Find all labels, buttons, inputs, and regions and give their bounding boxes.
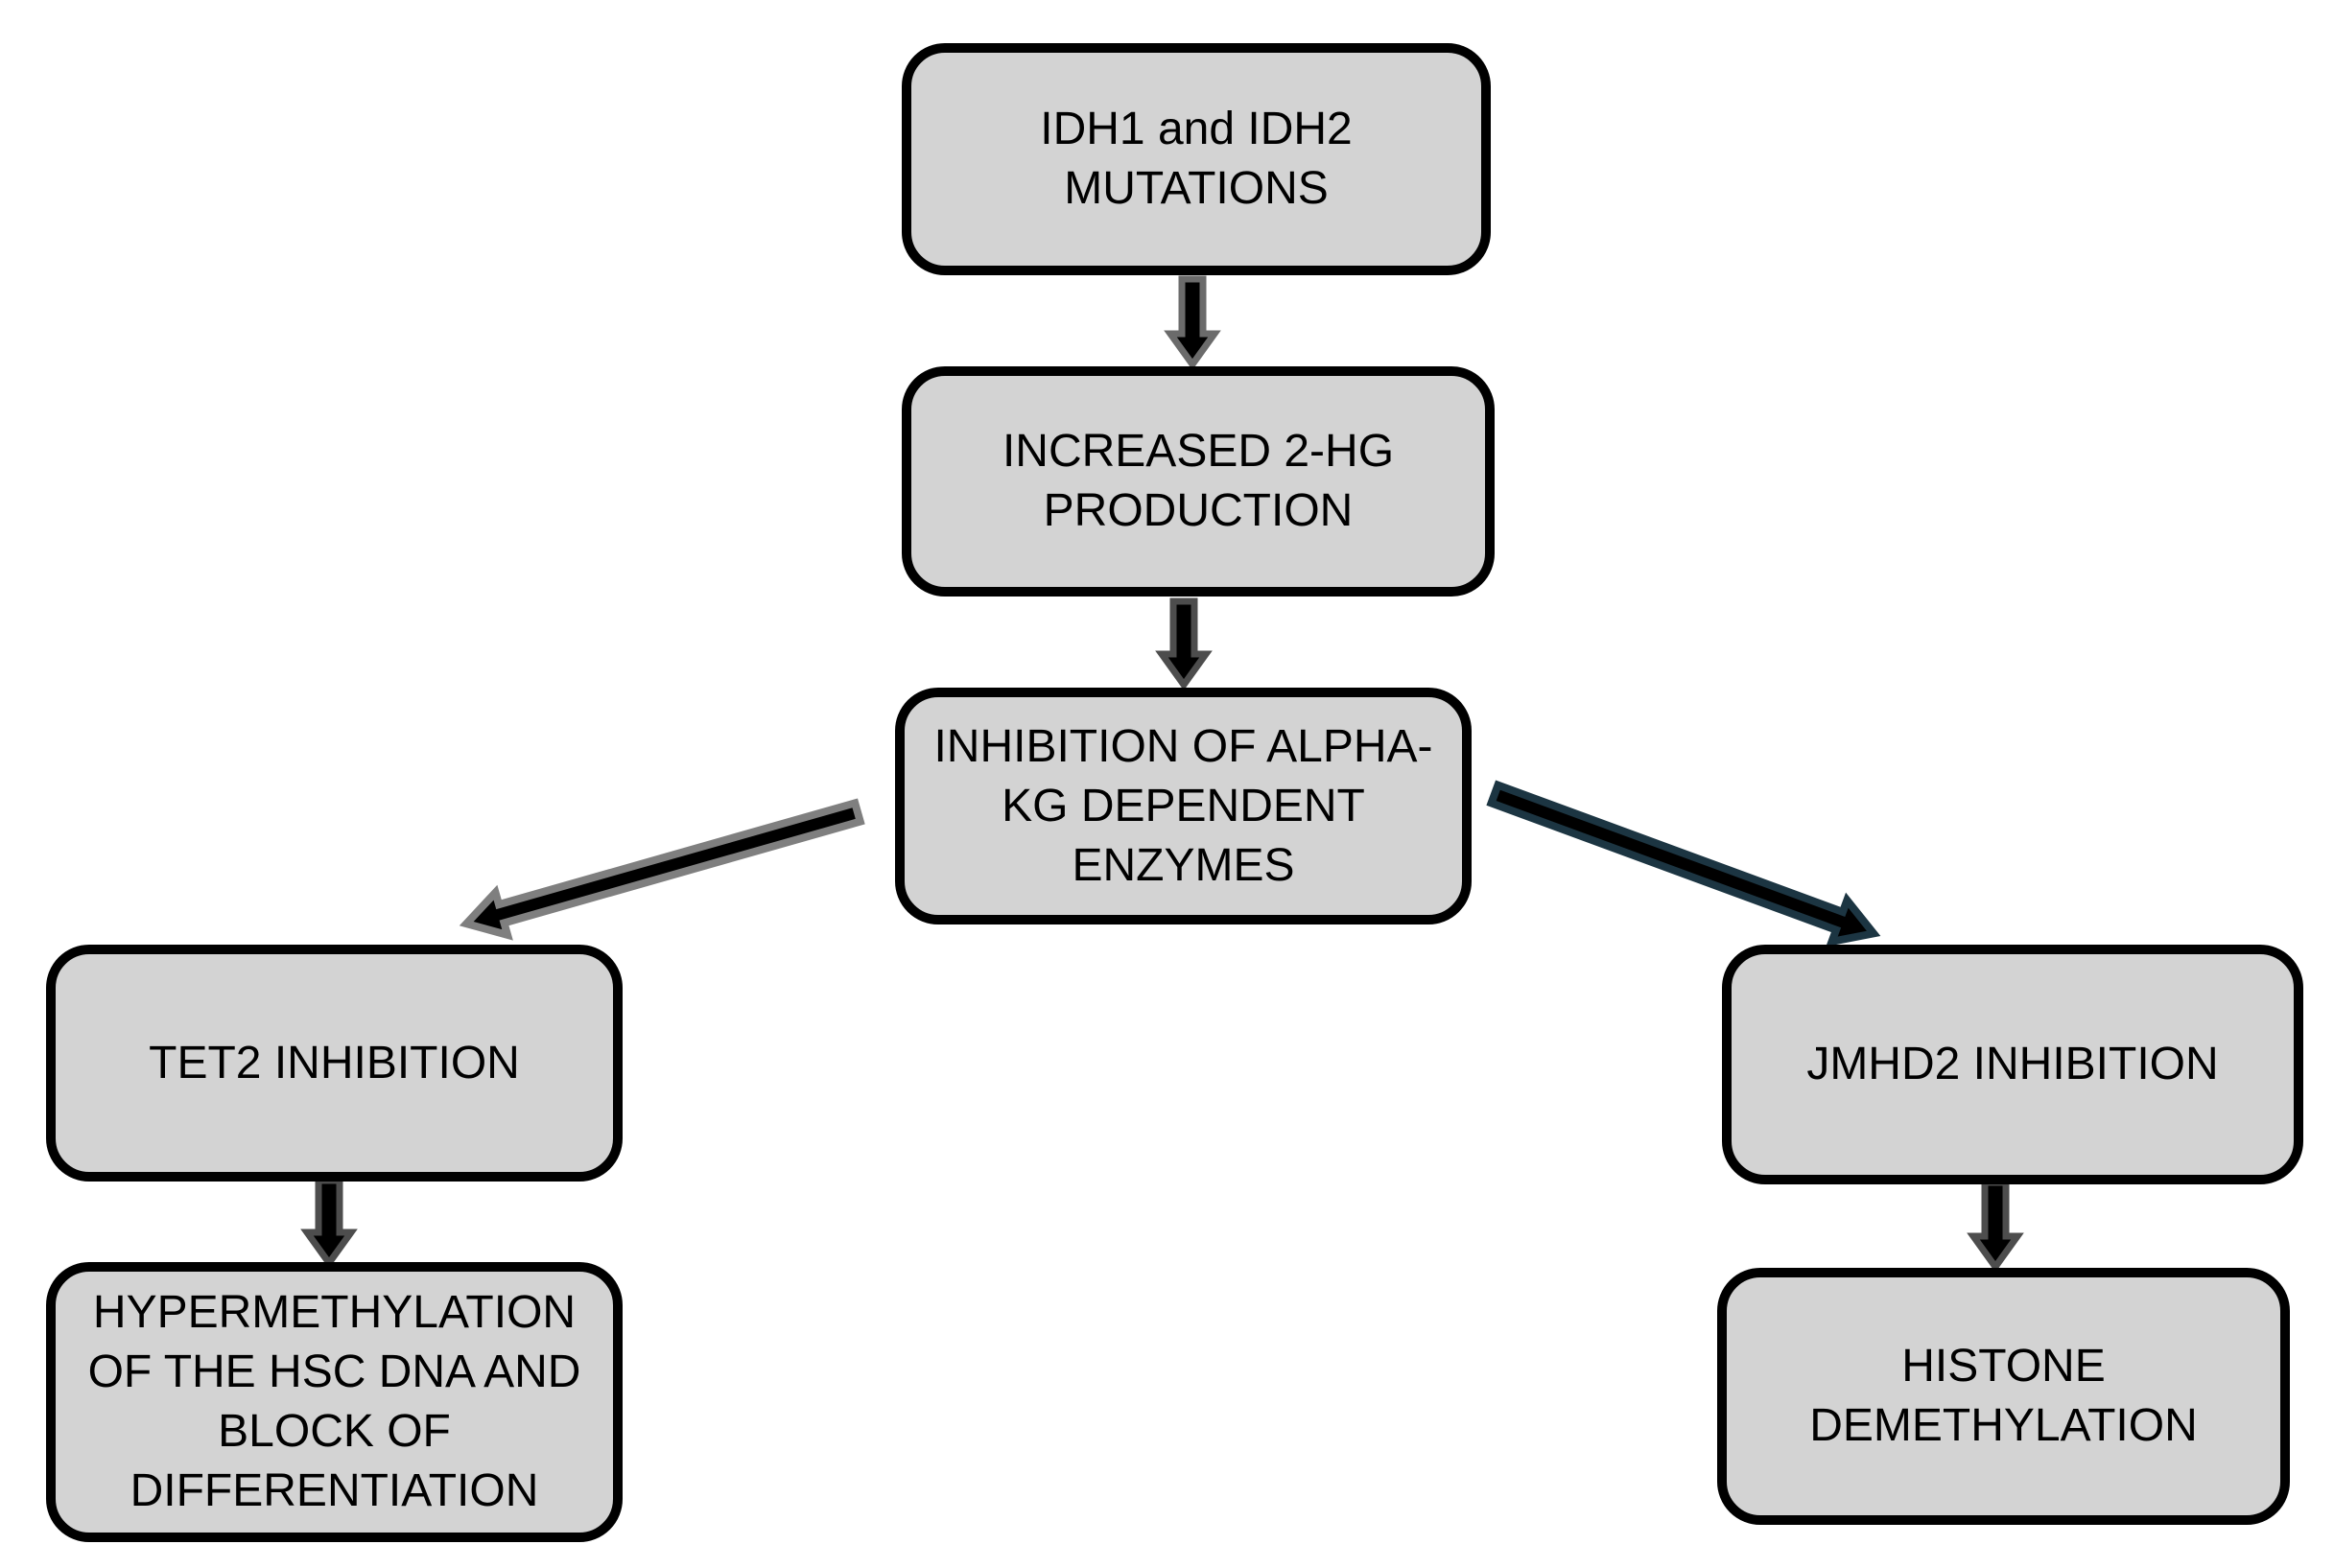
node-label-line: JMHD2 INHIBITION [1806,1039,2219,1089]
node-label-line: TET2 INHIBITION [149,1037,520,1088]
node-tet2-inhibition-text: TET2 INHIBITION [67,1034,601,1093]
node-label-line: MUTATIONS [1064,163,1329,214]
node-increased-2hg-text: INCREASED 2-HG PRODUCTION [923,422,1473,541]
arrow-tet2-to-hypermethylation [300,1177,358,1269]
node-jmhd2-inhibition-text: JMHD2 INHIBITION [1743,1035,2282,1094]
node-label-line: DEMETHYLATION [1809,1400,2198,1451]
node-label-line: INCREASED 2-HG [1002,426,1395,477]
node-hypermethylation-text: HYPERMETHYLATION OF THE HSC DNA AND BLOC… [67,1283,601,1521]
node-label-line: INHIBITION OF ALPHA- [933,720,1433,772]
node-histone-demethylation-text: HISTONE DEMETHYLATION [1738,1337,2269,1456]
node-tet2-inhibition: TET2 INHIBITION [46,945,623,1182]
node-label-line: KG DEPENDENT [1002,780,1365,831]
node-label-line: HISTONE [1901,1341,2106,1392]
node-label-line: DIFFERENTIATION [130,1465,539,1516]
arrow-jmhd2-to-histone [1967,1179,2024,1273]
node-hypermethylation: HYPERMETHYLATION OF THE HSC DNA AND BLOC… [46,1262,623,1542]
node-histone-demethylation: HISTONE DEMETHYLATION [1717,1268,2290,1525]
node-increased-2hg: INCREASED 2-HG PRODUCTION [902,366,1495,597]
node-label-line: HYPERMETHYLATION [92,1287,577,1338]
node-label-line: ENZYMES [1072,839,1295,891]
node-label-line: IDH1 and IDH2 [1040,104,1353,154]
node-idh-mutations: IDH1 and IDH2 MUTATIONS [902,43,1491,275]
node-idh-mutations-text: IDH1 and IDH2 MUTATIONS [923,100,1470,219]
node-label-line: OF THE HSC DNA AND [87,1346,581,1397]
arrow-2hg-to-alphakg [1155,597,1213,690]
arrow-alphakg-to-tet2 [459,798,865,941]
node-alphakg-enzymes-text: INHIBITION OF ALPHA- KG DEPENDENT ENZYME… [916,717,1450,896]
node-jmhd2-inhibition: JMHD2 INHIBITION [1722,945,2303,1184]
arrow-alphakg-to-jmhd2 [1486,780,1881,948]
arrow-idh-to-2hg [1164,275,1221,370]
node-alphakg-enzymes: INHIBITION OF ALPHA- KG DEPENDENT ENZYME… [895,688,1472,924]
node-label-line: BLOCK OF [218,1406,451,1457]
node-label-line: PRODUCTION [1043,485,1354,536]
